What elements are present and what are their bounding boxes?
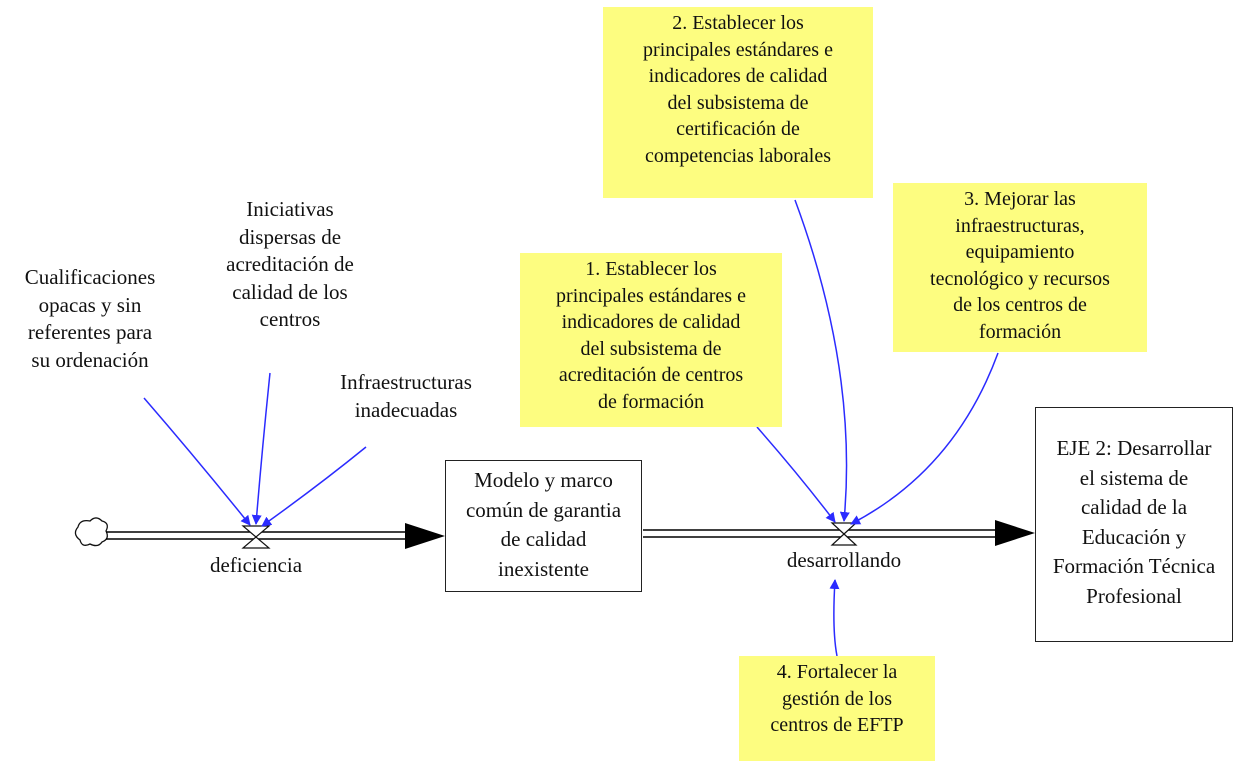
action-2: 2. Establecer los principales estándares… <box>603 7 873 198</box>
stock-modelo: Modelo y marco común de garantia de cali… <box>445 460 642 592</box>
flow-pipe-desarrollando <box>643 520 1035 546</box>
cause-infraestructuras: Infraestructuras inadecuadas <box>340 370 472 422</box>
link-action2-to-desarrollando <box>794 199 850 522</box>
link-action1-to-desarrollando <box>756 426 836 523</box>
action-3: 3. Mejorar las infraestructuras, equipam… <box>893 183 1147 352</box>
link-iniciativas-to-deficiencia <box>251 372 271 525</box>
valve-desarrollando-icon <box>830 522 858 546</box>
action-4: 4. Fortalecer la gestión de los centros … <box>739 656 935 761</box>
valve-deficiencia-icon <box>241 525 271 549</box>
stock-eje2: EJE 2: Desarrollar el sistema de calidad… <box>1035 407 1233 642</box>
flow-label-desarrollando: desarrollando <box>786 548 902 572</box>
flow-pipe-deficiencia <box>106 523 445 549</box>
link-action3-to-desarrollando <box>850 352 999 525</box>
flow-label-deficiencia: deficiencia <box>209 553 303 577</box>
action-1: 1. Establecer los principales estándares… <box>520 253 782 427</box>
link-cualificaciones-to-deficiencia <box>143 397 251 526</box>
link-action4-to-desarrollando <box>829 579 840 657</box>
link-infraestructuras-to-deficiencia <box>261 446 367 527</box>
cloud-icon <box>74 517 108 547</box>
cause-cualificaciones: Cualificaciones opacas y sin referentes … <box>24 265 156 372</box>
cause-iniciativas: Iniciativas dispersas de acreditación de… <box>226 197 354 331</box>
